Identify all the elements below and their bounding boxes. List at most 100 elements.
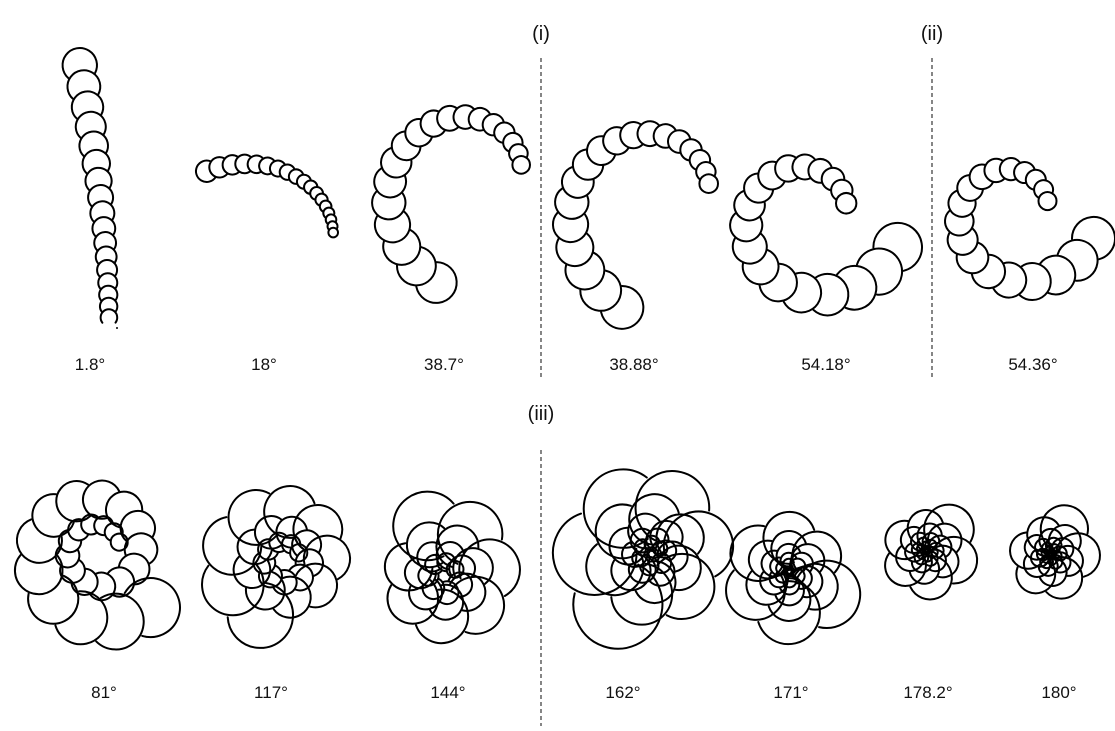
angle-label-171: 171°: [773, 683, 808, 702]
chamber-arc: [957, 243, 989, 273]
chamber-arc: [452, 577, 504, 634]
chamber-arc: [63, 48, 97, 78]
shell-1-8: [63, 48, 118, 328]
chamber-arc: [970, 165, 993, 190]
shell-178-2: [885, 505, 977, 600]
chamber-arc: [296, 549, 323, 576]
shell-144: [385, 492, 520, 644]
chamber-arc: [1040, 256, 1075, 295]
chamber-arc: [438, 502, 502, 564]
chamber-arc: [83, 481, 119, 519]
chamber-arc: [393, 492, 453, 561]
chamber-arc: [381, 148, 411, 177]
chamber-arc: [1020, 263, 1051, 300]
angle-label-54-36: 54.36°: [1008, 355, 1057, 374]
chamber-arc: [15, 555, 63, 594]
chamber-arc: [421, 110, 445, 136]
shell-117: [202, 486, 350, 648]
chamber-arc: [125, 533, 158, 563]
angle-label-180: 180°: [1041, 683, 1076, 702]
chamber-arc: [553, 213, 588, 242]
chamber-arc: [758, 162, 784, 190]
chamber-arc: [483, 114, 504, 135]
chamber-arc: [993, 263, 1026, 298]
shell-180: [1010, 505, 1100, 598]
chamber-arc: [948, 191, 975, 217]
chamber-arc: [509, 144, 528, 161]
chamber-arc: [68, 519, 88, 540]
chamber-arc: [763, 512, 814, 564]
chamber-arc: [246, 572, 285, 610]
shell-171: [726, 512, 860, 644]
chamber-arc: [668, 130, 690, 153]
chamber-arc: [836, 193, 856, 213]
angle-label-54-18: 54.18°: [801, 355, 850, 374]
chamber-arc: [17, 519, 62, 562]
chamber-arc: [565, 253, 604, 290]
chamber-arc: [196, 161, 216, 182]
shell-18: [196, 155, 338, 238]
chamber-arc: [730, 526, 783, 581]
chamber-arc: [596, 505, 646, 559]
angle-label-162: 162°: [605, 683, 640, 702]
chamber-arc: [320, 201, 332, 212]
chamber-arc: [296, 564, 337, 608]
chamber-arc: [813, 274, 848, 316]
chamber-arc: [758, 581, 820, 644]
angle-label-81: 81°: [91, 683, 117, 702]
chamber-arc: [857, 248, 902, 294]
chamber-arc: [690, 150, 710, 169]
chamber-arc: [374, 168, 406, 197]
section-label-i: (i): [532, 23, 550, 45]
angle-label-117: 117°: [254, 683, 288, 702]
shell-162: [553, 469, 733, 648]
chamber-arc: [808, 159, 831, 183]
chamber-arc: [699, 174, 718, 193]
chamber-arc: [556, 234, 593, 266]
chamber-arc: [60, 560, 85, 583]
chamber-arc: [383, 230, 420, 265]
shell-38-7: [372, 105, 530, 303]
chamber-arc: [503, 133, 522, 152]
shell-54-18: [730, 154, 922, 315]
chamber-arc: [512, 156, 530, 174]
chamber-arc: [1039, 192, 1057, 210]
angle-label-1-8: 1.8°: [75, 355, 105, 374]
chamber-arc: [796, 561, 860, 628]
chamber-arc: [636, 471, 710, 543]
shell-54-36: [945, 158, 1115, 300]
angle-label-38-88: 38.88°: [609, 355, 658, 374]
chamber-arc: [837, 266, 876, 310]
angle-label-38-7: 38.7°: [424, 355, 464, 374]
chamber-arc: [203, 517, 261, 575]
shell-81: [15, 481, 180, 650]
section-label-ii: (ii): [921, 23, 943, 45]
chamber-arc: [450, 574, 485, 611]
chamber-arc: [562, 167, 594, 198]
chamber-arc: [580, 271, 621, 311]
chamber-arc: [1014, 162, 1034, 183]
chamber-arc: [784, 273, 821, 313]
chamber-arc: [831, 180, 852, 200]
chamber-arc: [696, 162, 715, 179]
section-label-iii: (iii): [528, 403, 555, 425]
chamber-arc: [55, 591, 107, 644]
chamber-arc: [1058, 240, 1098, 281]
chamber-arc: [555, 189, 588, 219]
chamber-arc: [304, 536, 350, 580]
chamber-arc: [553, 514, 637, 595]
angle-label-18: 18°: [251, 355, 277, 374]
chamber-arc: [323, 208, 334, 218]
angle-label-144: 144°: [430, 683, 465, 702]
chamber-arc: [584, 469, 648, 547]
chamber-arc: [270, 161, 285, 177]
shell-38-88: [553, 121, 718, 329]
chamber-arc: [873, 223, 922, 271]
chamber-arc: [280, 164, 295, 179]
chamber-arc: [1072, 217, 1115, 259]
chamber-arc: [56, 481, 90, 521]
chamber-arc: [734, 191, 765, 220]
chamber-arc: [405, 119, 432, 146]
angle-label-178-2: 178.2°: [903, 683, 952, 702]
